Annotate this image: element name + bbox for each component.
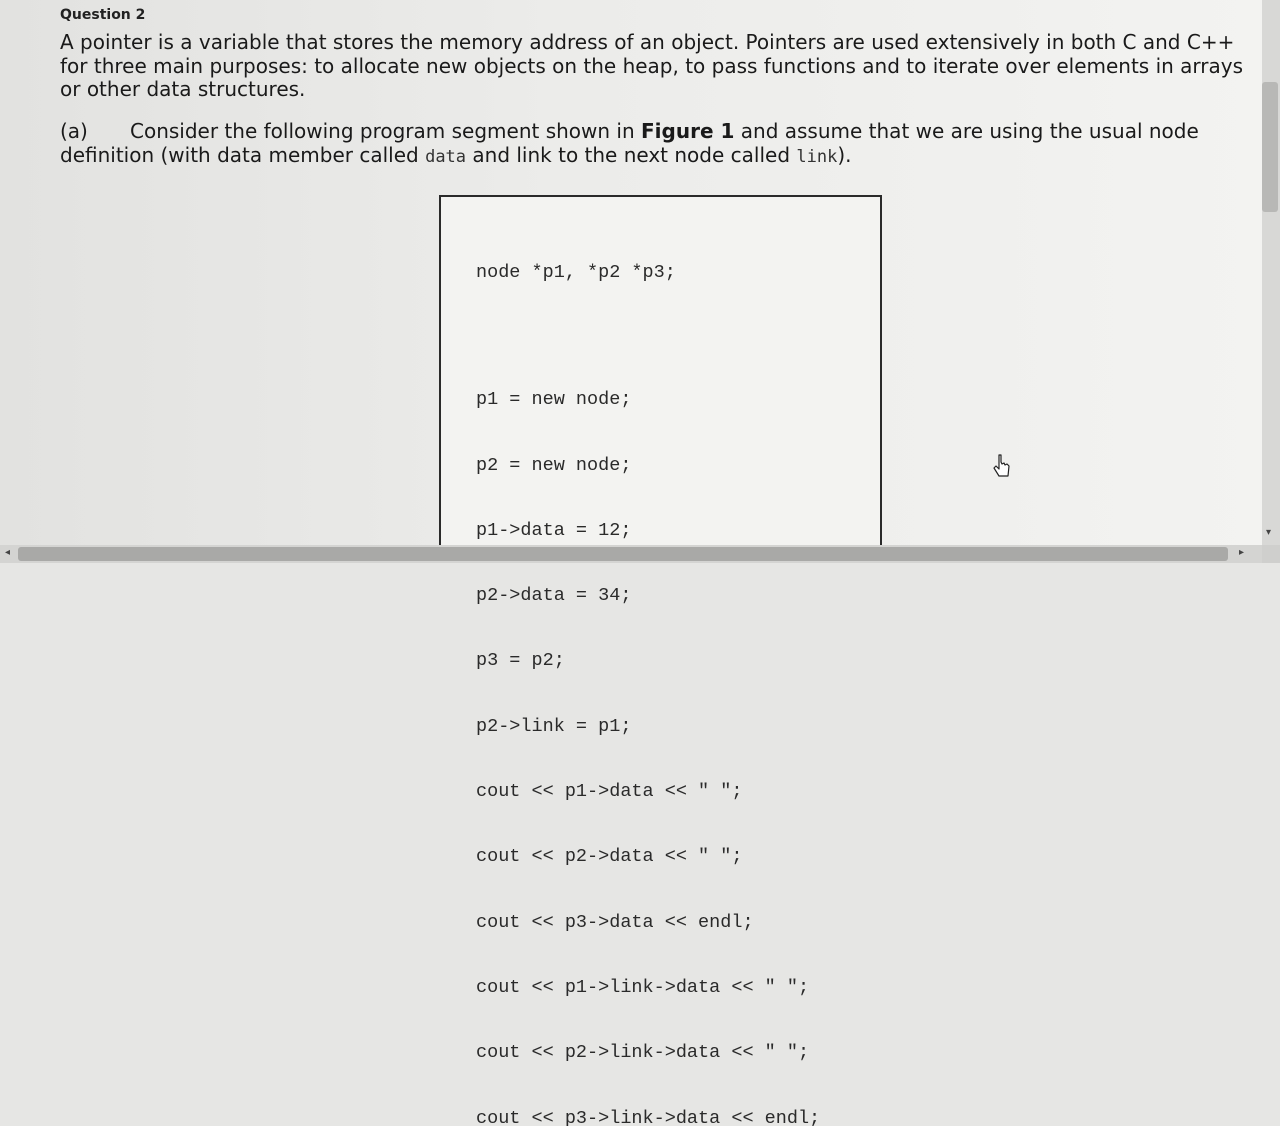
code-line: cout << p2->link->data << " "; xyxy=(476,1042,810,1064)
question-intro: A pointer is a variable that stores the … xyxy=(60,30,1244,101)
question-title: Question 2 xyxy=(60,7,146,23)
code-line: p3 = p2; xyxy=(476,650,565,672)
code-term-data: data xyxy=(425,147,467,167)
code-line: p2 = new node; xyxy=(476,454,632,476)
part-a-paragraph: (a) Consider the following program segmen… xyxy=(60,119,1265,169)
scroll-right-arrow-icon[interactable]: ▸ xyxy=(1239,547,1245,558)
code-line: p1->data = 12; xyxy=(476,519,632,541)
code-line: cout << p2->data << " "; xyxy=(476,846,743,868)
code-line: cout << p3->data << endl; xyxy=(476,911,754,933)
code-line-declaration: node *p1, *p2 *p3; xyxy=(476,262,676,283)
code-line: p1 = new node; xyxy=(476,389,632,411)
part-a-text-3: and link to the next node called xyxy=(466,143,797,167)
scroll-left-arrow-icon[interactable]: ◂ xyxy=(5,547,11,558)
code-listing: node *p1, *p2 *p3; p1 = new node; p2 = n… xyxy=(476,219,820,1126)
part-a-text-4: ). xyxy=(837,143,852,167)
code-line: cout << p1->data << " "; xyxy=(476,781,743,803)
horizontal-scroll-thumb[interactable] xyxy=(18,547,1228,561)
figure-reference: Figure 1 xyxy=(641,119,735,143)
part-a-text-1: Consider the following program segment s… xyxy=(130,119,642,143)
figure-1-code-box: node *p1, *p2 *p3; p1 = new node; p2 = n… xyxy=(439,195,882,1126)
code-line: cout << p3->link->data << endl; xyxy=(476,1107,821,1126)
mouse-pointer-icon xyxy=(993,454,1010,477)
code-line: p2->link = p1; xyxy=(476,715,632,737)
part-a-label: (a) xyxy=(60,119,88,143)
code-line: p2->data = 34; xyxy=(476,585,632,607)
scroll-down-arrow-icon[interactable]: ▾ xyxy=(1266,527,1272,538)
part-a-text-2: and assume that we are using the usual n… xyxy=(60,119,1199,167)
scrollbar-corner xyxy=(1262,545,1280,563)
vertical-scroll-thumb[interactable] xyxy=(1262,82,1278,212)
code-line: cout << p1->link->data << " "; xyxy=(476,976,810,998)
code-term-link: link xyxy=(796,147,838,167)
